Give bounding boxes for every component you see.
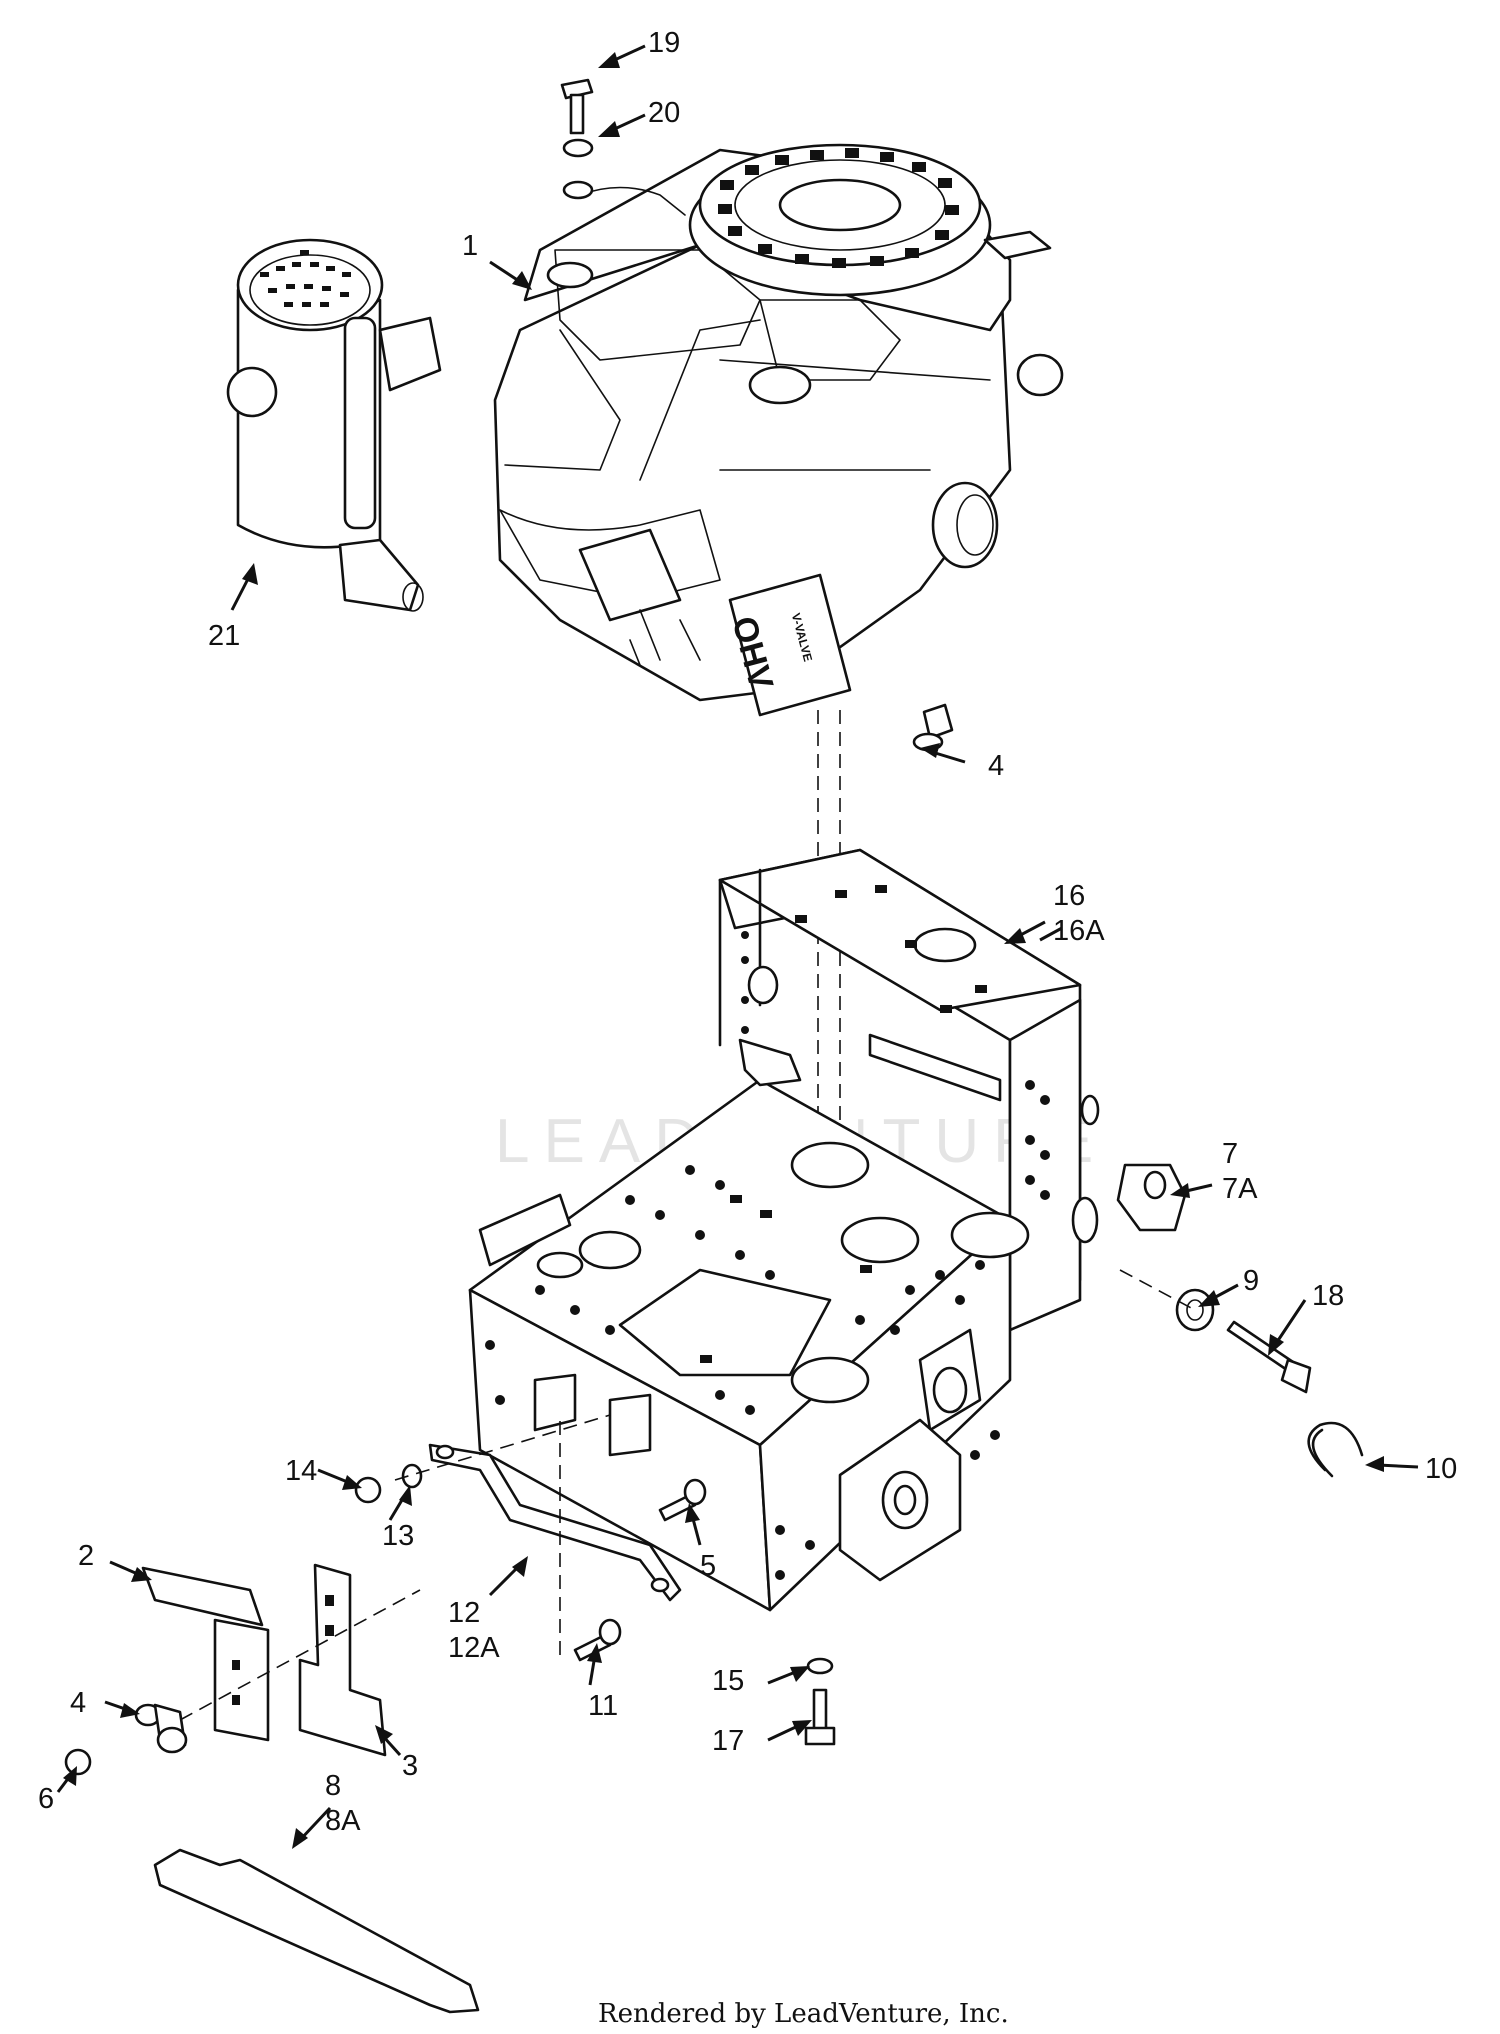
callout-17: 17 [712,1725,744,1757]
credit-line: Rendered by LeadVenture, Inc. [598,1999,1009,2029]
callout-11: 11 [588,1690,618,1722]
callout-8: 8 [325,1770,341,1802]
callout-6: 6 [38,1783,54,1815]
callout-7A: 7A [1222,1173,1258,1205]
callout-19: 19 [648,27,680,59]
bracket-2 [141,1566,270,1742]
bolt-18 [1226,1320,1312,1394]
callout-16: 16 [1053,880,1085,912]
washer-9 [1175,1288,1215,1332]
callout-1: 1 [462,230,478,262]
callout-2: 2 [78,1540,94,1572]
washer-15 [806,1657,834,1675]
muffler [226,238,442,612]
snap-ring-10 [1307,1421,1364,1478]
callout-21: 21 [208,620,240,652]
callout-10: 10 [1425,1453,1457,1485]
washer-20 [562,138,594,158]
callout-9: 9 [1243,1265,1259,1297]
nut-6 [64,1748,92,1776]
callout-8A: 8A [325,1805,361,1837]
callout-labels: 19 20 1 21 4 16 16A 7 7A 9 18 10 14 13 5… [38,27,1457,1837]
clamp-4-lower [134,1703,188,1754]
callout-4-lower: 4 [70,1687,86,1719]
bracket-3 [298,1563,387,1757]
bolt-5 [658,1478,707,1522]
nut-14 [354,1476,382,1504]
engine: OHV V-VALVE [493,143,1064,717]
bushing-4-upper [912,703,954,752]
frame [468,848,1187,1612]
callout-20: 20 [648,97,680,129]
callout-14: 14 [285,1455,317,1487]
callout-7: 7 [1222,1138,1238,1170]
callout-4-upper: 4 [988,750,1004,782]
callout-3: 3 [402,1750,418,1782]
callout-12: 12 [448,1597,480,1629]
callout-18: 18 [1312,1280,1344,1312]
bracket-12 [428,1443,682,1602]
bolt-11 [573,1618,622,1662]
bolt-17 [804,1688,836,1746]
callout-13: 13 [382,1520,414,1552]
callout-5: 5 [700,1550,716,1582]
leader-arrows [56,44,1419,1849]
bolt-19 [560,78,594,135]
callout-16A: 16A [1053,915,1105,947]
callout-15: 15 [712,1665,744,1697]
callout-12A: 12A [448,1632,500,1664]
plate-8 [153,1848,480,2014]
washer-13 [401,1463,423,1489]
